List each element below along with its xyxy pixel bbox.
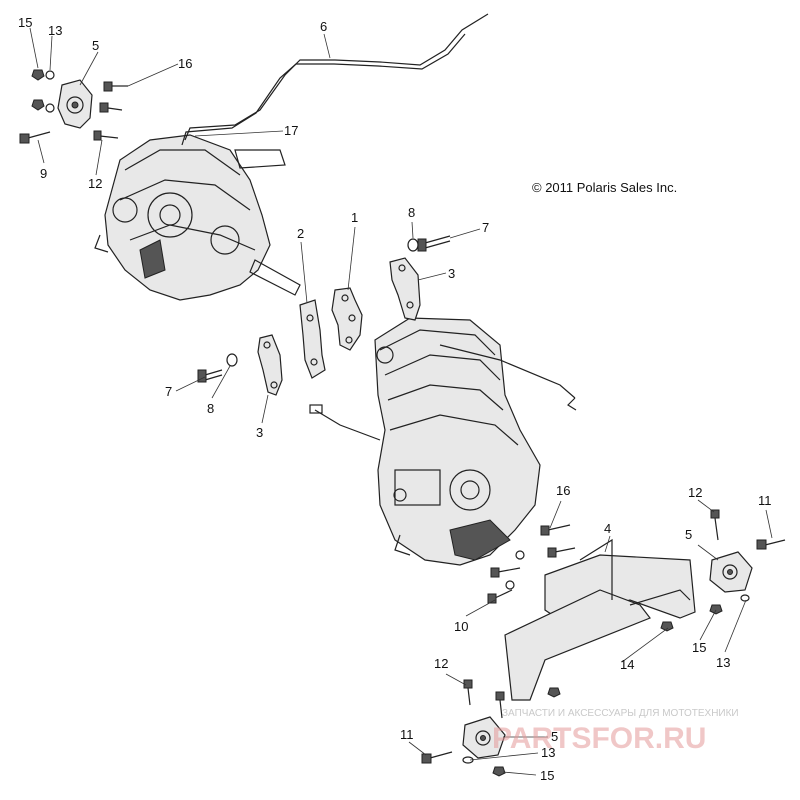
bolt-12-top bbox=[93, 130, 119, 141]
copyright-text: © 2011 Polaris Sales Inc. bbox=[532, 180, 677, 195]
washer-13-right bbox=[740, 594, 750, 602]
nut-15-top bbox=[31, 69, 45, 81]
washer-top-2 bbox=[45, 103, 55, 113]
bolt-bottom-2 bbox=[495, 691, 505, 719]
watermark-logo: PARTSFOR.RU bbox=[492, 722, 706, 755]
leader-lines bbox=[29, 27, 773, 776]
transmission-assembly bbox=[94, 134, 301, 301]
mount-5-top bbox=[57, 79, 93, 129]
callout-16-top: 16 bbox=[178, 56, 192, 71]
washer-8-lower bbox=[226, 353, 238, 367]
bolt-7-lower bbox=[197, 369, 223, 383]
callout-5-right: 5 bbox=[685, 527, 692, 542]
callout-5-bottom: 5 bbox=[551, 729, 558, 744]
bolt-12-bottom bbox=[463, 679, 473, 706]
callout-8-lower: 8 bbox=[207, 401, 214, 416]
nut-14 bbox=[547, 621, 674, 698]
mount-5-bottom bbox=[462, 716, 506, 759]
callout-11-right: 11 bbox=[758, 493, 772, 508]
callout-3-upper: 3 bbox=[448, 266, 455, 281]
washer-8-upper bbox=[407, 238, 419, 252]
watermark-tagline: ЗАПЧАСТИ И АКСЕССУАРЫ ДЛЯ МОТОТЕХНИКИ bbox=[502, 708, 739, 719]
callout-16-bottom: 16 bbox=[556, 483, 570, 498]
callout-12-top: 12 bbox=[88, 176, 102, 191]
callout-7-lower: 7 bbox=[165, 384, 172, 399]
mount-plate-1 bbox=[331, 287, 363, 351]
callout-2: 2 bbox=[297, 226, 304, 241]
engine-assembly bbox=[309, 317, 577, 566]
bolt-11-bottom bbox=[421, 751, 453, 764]
callout-12-bottom: 12 bbox=[434, 656, 448, 671]
watermark: ЗАПЧАСТИ И АКСЕССУАРЫ ДЛЯ МОТОТЕХНИКИ PA… bbox=[492, 708, 739, 755]
nut-top-2 bbox=[31, 99, 45, 111]
callout-17: 17 bbox=[284, 123, 298, 138]
bolt-16-top bbox=[103, 81, 128, 92]
callout-15-top: 15 bbox=[18, 15, 32, 30]
callout-5-top: 5 bbox=[92, 38, 99, 53]
bracket-3-lower bbox=[257, 334, 283, 396]
callout-11-bottom: 11 bbox=[400, 727, 414, 742]
nut-15-right bbox=[709, 604, 723, 615]
washer-13-top bbox=[45, 70, 55, 80]
bolt-11-right bbox=[756, 539, 786, 550]
crossmember-4 bbox=[504, 538, 696, 701]
callout-1: 1 bbox=[351, 210, 358, 225]
mount-plate-2 bbox=[299, 299, 326, 379]
callout-7-upper: 7 bbox=[482, 220, 489, 235]
callout-13-bottom: 13 bbox=[541, 745, 555, 760]
callout-numbers: 15 13 5 16 6 17 9 12 1 2 8 7 3 7 8 3 16 … bbox=[18, 15, 772, 783]
callout-15-bottom: 15 bbox=[540, 768, 554, 783]
bolt-9 bbox=[19, 131, 51, 144]
callout-8-upper: 8 bbox=[408, 205, 415, 220]
bolt-7-upper bbox=[417, 235, 451, 252]
mount-5-right bbox=[709, 551, 753, 593]
bolt-12-right bbox=[710, 509, 720, 541]
callout-15-right: 15 bbox=[692, 640, 706, 655]
callout-12-right: 12 bbox=[688, 485, 702, 500]
callout-9: 9 bbox=[40, 166, 47, 181]
bolts-cluster bbox=[487, 524, 576, 604]
callout-10: 10 bbox=[454, 619, 468, 634]
callout-3-lower: 3 bbox=[256, 425, 263, 440]
bolt-top-mid bbox=[99, 102, 123, 113]
callout-13-right: 13 bbox=[716, 655, 730, 670]
callout-14: 14 bbox=[620, 657, 634, 672]
bracket-3-upper bbox=[389, 257, 421, 321]
callout-4: 4 bbox=[604, 521, 611, 536]
nut-15-bottom bbox=[492, 766, 506, 777]
callout-6: 6 bbox=[320, 19, 327, 34]
callout-13-top: 13 bbox=[48, 23, 62, 38]
cable-6 bbox=[181, 13, 489, 146]
